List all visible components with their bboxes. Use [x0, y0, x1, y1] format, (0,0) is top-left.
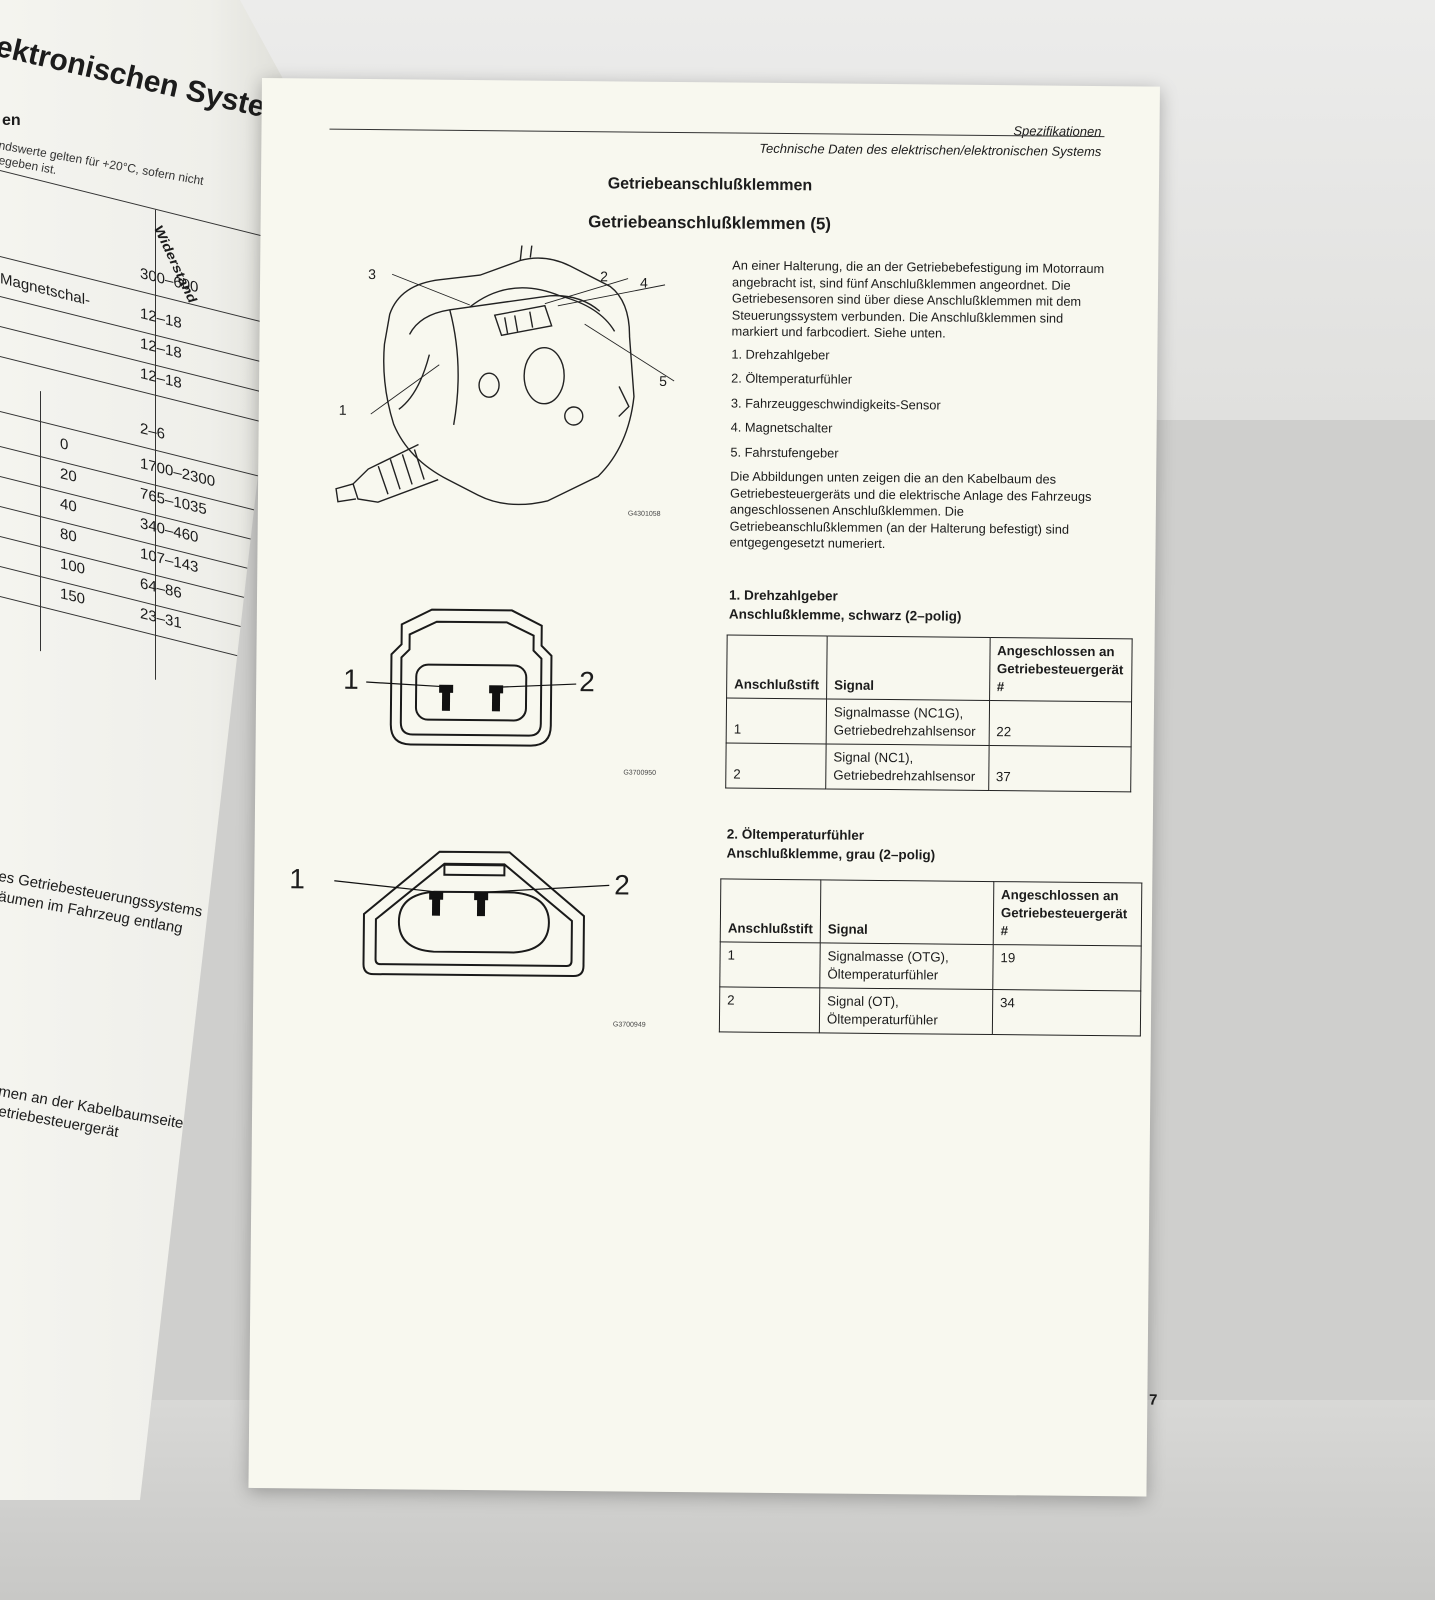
table-row: 2 Signal (OT), Öltemperaturfühler 34 — [719, 986, 1141, 1036]
intro-column: An einer Halterung, die an der Getriebeb… — [729, 258, 1112, 555]
section2-title: 2. Öltemperaturfühler — [726, 826, 865, 843]
pin-table-1: Anschlußstift Signal Angeschlossen an Ge… — [725, 634, 1133, 793]
callout-4: 4 — [639, 274, 648, 291]
table-row: 1 Signalmasse (NC1G), Getriebedrehzahlse… — [726, 697, 1132, 747]
list-item: 2. Öltemperaturfühler — [731, 370, 853, 387]
header-subsection: Technische Daten des elektrischen/elektr… — [759, 140, 1102, 160]
left-page-subtitle: en — [2, 112, 21, 129]
description-paragraph: Die Abbildungen unten zeigen die an den … — [729, 468, 1092, 552]
list-item: 4. Magnetschalter — [730, 419, 833, 436]
intro-paragraph: An einer Halterung, die an der Getriebeb… — [731, 257, 1105, 341]
cell-pin: 2 — [725, 742, 827, 789]
section1-title: 1. Drehzahlgeber — [728, 587, 838, 604]
main-title: Getriebeanschlußklemmen — [607, 175, 813, 195]
pin-table-2: Anschlußstift Signal Angeschlossen an Ge… — [718, 878, 1143, 1037]
connector-diagram-2: 1 2 G3700949 — [283, 838, 685, 1042]
header-pin: Anschlußstift — [720, 878, 821, 943]
connector1-pin1-label: 1 — [343, 663, 359, 695]
section1-heading: 1. Drehzahlgeber Anschlußklemme, schwarz… — [729, 586, 962, 626]
connector2-pin1-label: 1 — [289, 863, 306, 895]
connector-2pin-icon — [334, 850, 610, 978]
left-page-table: Widerstand 300–600 Magnetschal-12–18 12–… — [0, 170, 300, 721]
table-header-row: Anschlußstift Signal Angeschlossen an Ge… — [726, 634, 1133, 702]
page-number: 7 — [1148, 1391, 1158, 1409]
sub-title: Getriebeanschlußklemmen (5) — [588, 212, 832, 234]
sensor-list: 1. Drehzahlgeber 2. Öltemperaturfühler 3… — [730, 346, 1111, 464]
cell-connected: 22 — [988, 700, 1132, 747]
connector1-pin2-label: 2 — [579, 666, 595, 698]
header-pin: Anschlußstift — [726, 634, 828, 699]
connector-diagram-1: 1 2 G3700950 — [340, 604, 672, 787]
list-item: 3. Fahrzeuggeschwindigkeits-Sensor — [730, 395, 941, 413]
transmission-illustration: 3 2 4 5 1 G4301058 — [328, 240, 691, 527]
callout-2: 2 — [600, 268, 608, 285]
list-item: 5. Fahrstufengeber — [730, 444, 839, 461]
cell-signal: Signal (OT), Öltemperaturfühler — [819, 987, 993, 1035]
cell-pin: 1 — [719, 941, 821, 988]
section1-subtitle: Anschlußklemme, schwarz (2–polig) — [728, 606, 962, 624]
callout-5: 5 — [659, 372, 667, 389]
manual-page: Spezifikationen Technische Daten des ele… — [248, 78, 1160, 1497]
list-item: 1. Drehzahlgeber — [731, 346, 830, 362]
connector2-code: G3700949 — [612, 1021, 646, 1029]
table-row: 2 Signal (NC1), Getriebedrehzahlsensor 3… — [725, 742, 1132, 792]
connector1-code: G3700950 — [623, 769, 657, 777]
header-rule — [329, 128, 1105, 138]
cell-pin: 2 — [719, 986, 820, 1033]
header-signal: Signal — [820, 879, 994, 945]
connector2-pin2-label: 2 — [614, 869, 630, 901]
cell-connected: 37 — [988, 745, 1132, 792]
cell-signal: Signalmasse (NC1G), Getriebedrehzahlsens… — [826, 698, 990, 746]
cell-signal: Signal (NC1), Getriebedrehzahlsensor — [825, 743, 989, 791]
header-signal: Signal — [826, 635, 990, 701]
left-page-title: lektronischen Systems — [0, 28, 300, 134]
header-connected: Angeschlossen an Getriebesteuergerät # — [989, 637, 1133, 702]
callout-1: 1 — [338, 401, 347, 418]
connector-2pin-icon — [366, 608, 577, 747]
cell-connected: 19 — [992, 944, 1142, 991]
section2-heading: 2. Öltemperaturfühler Anschlußklemme, gr… — [726, 824, 936, 864]
section2-subtitle: Anschlußklemme, grau (2–polig) — [726, 845, 936, 863]
cell-signal: Signalmasse (OTG), Öltemperaturfühler — [819, 942, 994, 990]
cell-pin: 1 — [726, 697, 827, 744]
table-row: 1 Signalmasse (OTG), Öltemperaturfühler … — [719, 941, 1142, 991]
transmission-drawing-icon — [335, 240, 675, 506]
header-connected: Angeschlossen an Getriebesteuergerät # — [993, 881, 1142, 946]
callout-3: 3 — [368, 266, 376, 283]
cell-connected: 34 — [992, 989, 1141, 1036]
table-header-row: Anschlußstift Signal Angeschlossen an Ge… — [720, 878, 1142, 946]
figure-code: G4301058 — [627, 510, 661, 518]
